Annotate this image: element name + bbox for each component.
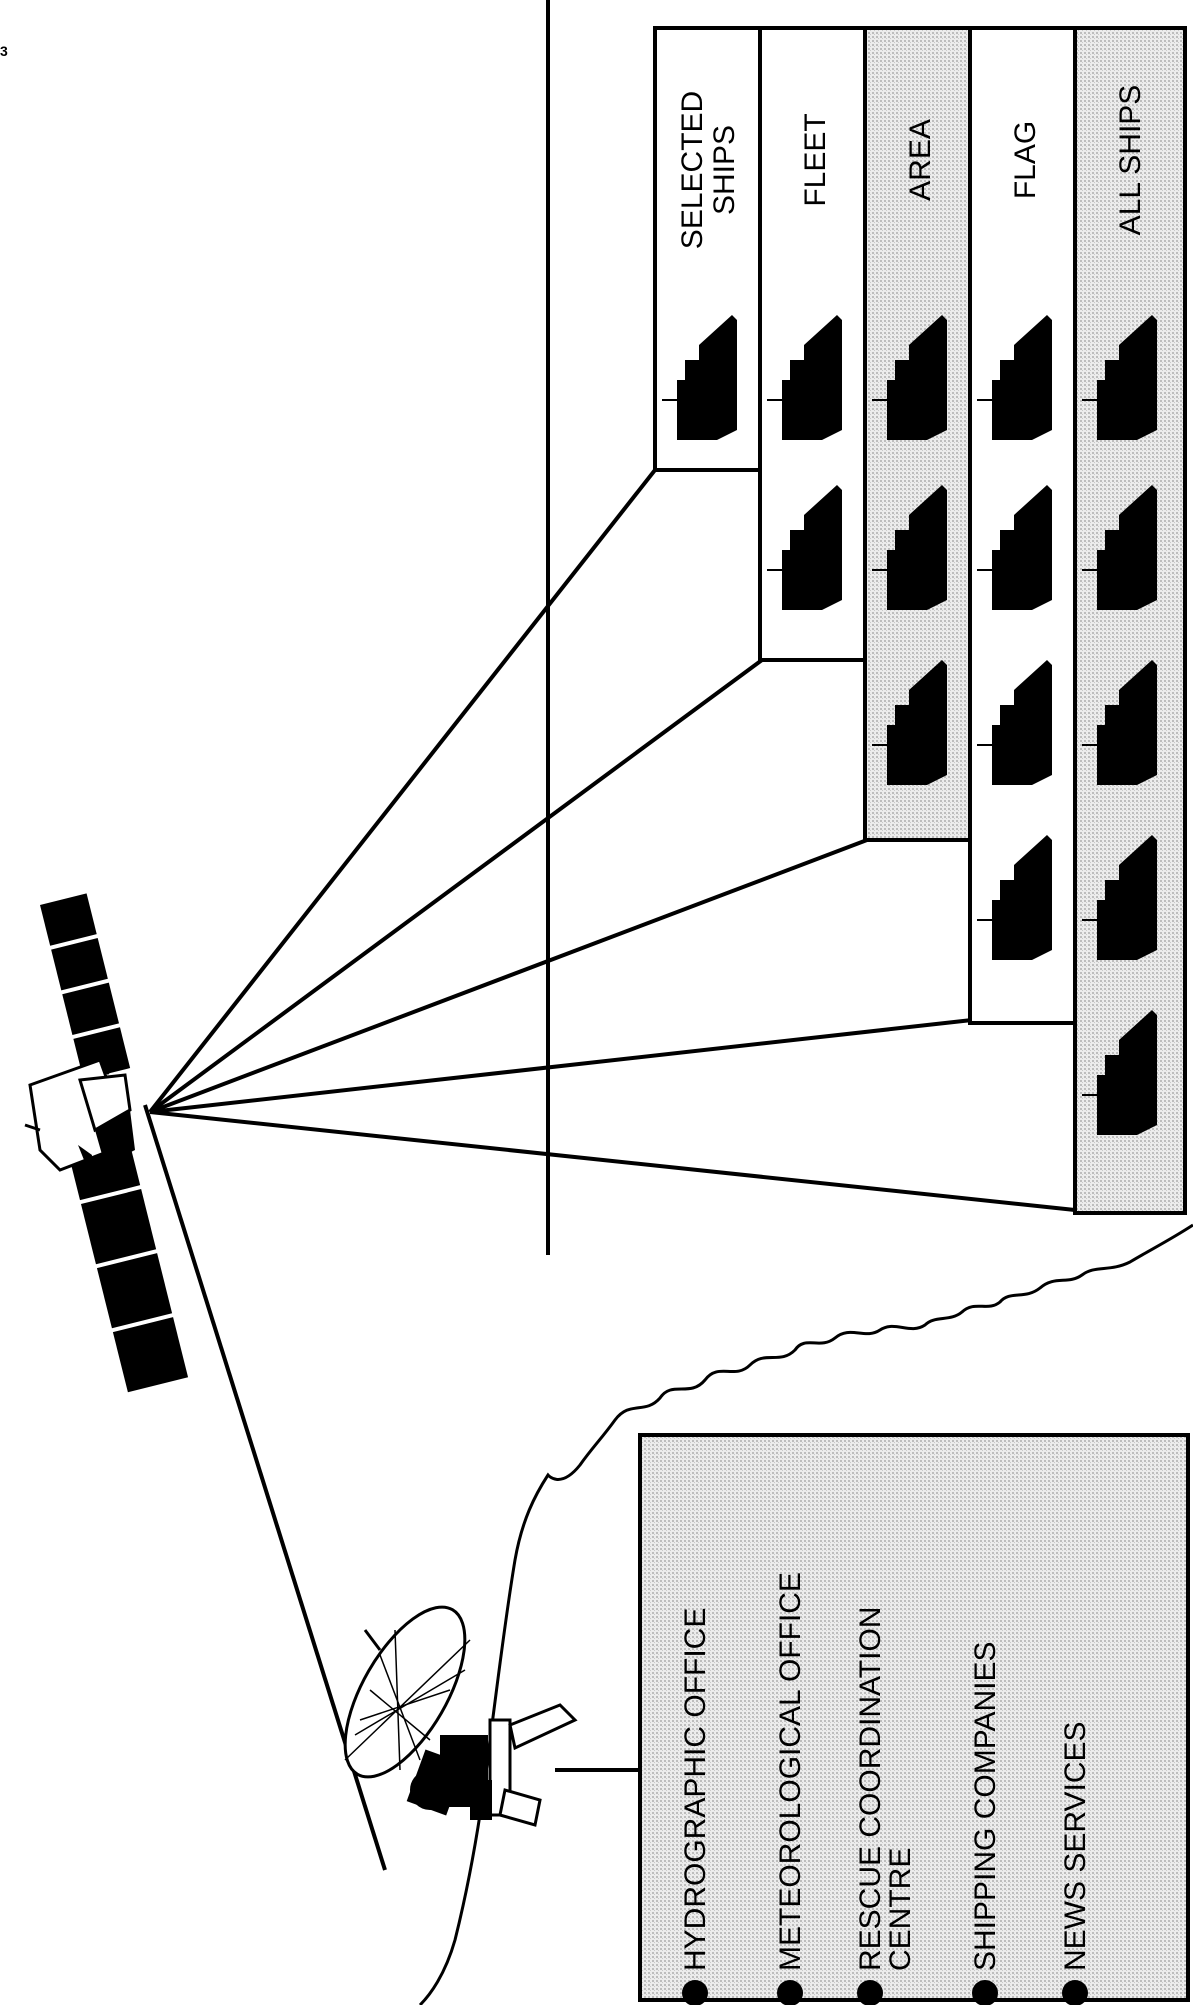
label-selected-ships: SELECTED SHIPS: [676, 91, 741, 249]
bullet-icon: [857, 1980, 883, 2005]
label-flag: FLAG: [1009, 121, 1042, 199]
ground-station-icon: [343, 1605, 640, 1827]
label-area: AREA: [904, 119, 937, 201]
coastline: [418, 1223, 1193, 2005]
bullet-icon: [972, 1980, 998, 2005]
ship-icon: [872, 315, 947, 440]
ship-icon: [977, 660, 1052, 785]
label-fleet: FLEET: [799, 113, 832, 206]
label-all-ships-text: ALL SHIPS: [1114, 85, 1147, 236]
recipient-rescue: RESCUE COORDINATION CENTRE: [854, 1607, 917, 2005]
recipient-text: METEOROLOGICAL OFFICE: [774, 1572, 807, 1971]
recipient-text-line2: CENTRE: [884, 1848, 917, 1971]
ship-icon: [872, 660, 947, 785]
page-marker: 3: [0, 43, 8, 59]
ship-icon: [1082, 1010, 1157, 1135]
ship-icon: [977, 315, 1052, 440]
ship-icon: [1082, 835, 1157, 960]
ship-icon: [1082, 315, 1157, 440]
label-selected-line1: SELECTED: [676, 91, 709, 249]
ship-icon: [767, 485, 842, 610]
ship-icon: [1082, 660, 1157, 785]
label-flag-text: FLAG: [1009, 121, 1042, 199]
recipients-layer: HYDROGRAPHIC OFFICE METEOROLOGICAL OFFIC…: [679, 1572, 1092, 2005]
bullet-icon: [1062, 1980, 1088, 2005]
ship-icon: [977, 485, 1052, 610]
recipient-meteorological: METEOROLOGICAL OFFICE: [774, 1572, 807, 2005]
label-all-ships: ALL SHIPS: [1114, 85, 1147, 236]
solar-panel-upper: [40, 893, 131, 1080]
ship-icon: [662, 315, 737, 440]
recipient-text: HYDROGRAPHIC OFFICE: [679, 1608, 712, 1971]
recipient-shipping: SHIPPING COMPANIES: [969, 1641, 1002, 2005]
label-area-text: AREA: [904, 119, 937, 201]
beam-lines: [148, 468, 1076, 1212]
label-selected-line2: SHIPS: [708, 125, 741, 215]
ship-icon: [767, 315, 842, 440]
satellite-icon: [24, 893, 189, 1393]
bullet-icon: [682, 1980, 708, 2005]
ship-icon: [872, 485, 947, 610]
ship-icon: [1082, 485, 1157, 610]
recipients-box: [638, 1433, 1190, 2002]
recipient-text: NEWS SERVICES: [1059, 1721, 1092, 1971]
solar-panel-lower: [65, 1125, 189, 1393]
bullet-icon: [777, 1980, 803, 2005]
ships-layer: [662, 315, 1157, 1135]
ship-icon: [977, 835, 1052, 960]
label-fleet-text: FLEET: [799, 113, 832, 206]
band-all-ships: [1073, 26, 1187, 1215]
recipient-text-line1: RESCUE COORDINATION: [854, 1607, 887, 1971]
recipient-hydrographic: HYDROGRAPHIC OFFICE: [679, 1608, 712, 2005]
recipient-news: NEWS SERVICES: [1059, 1721, 1092, 2005]
recipient-text: SHIPPING COMPANIES: [969, 1641, 1002, 1971]
